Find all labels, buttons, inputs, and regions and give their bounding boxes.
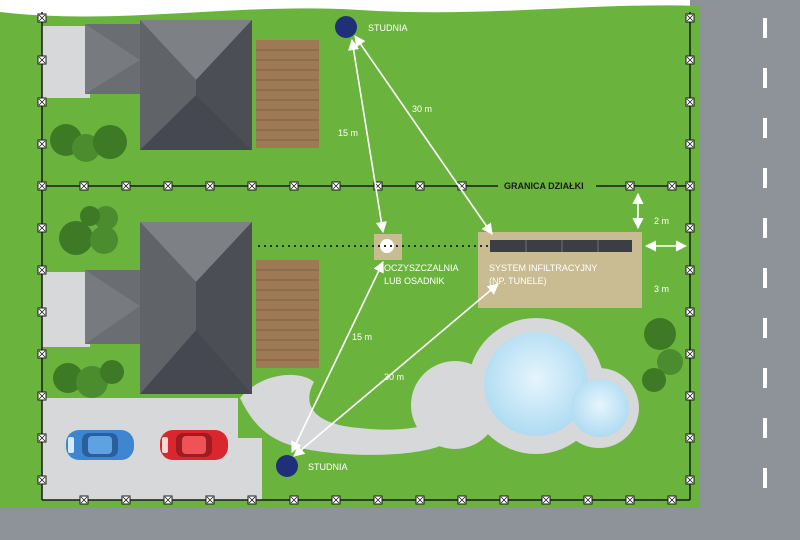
- fence-post-mark: [686, 182, 694, 190]
- fence-post-mark: [584, 496, 592, 504]
- fence-post-mark: [206, 182, 214, 190]
- septic-tank-icon: [380, 239, 394, 253]
- fence-post-mark: [38, 308, 46, 316]
- car-icon: [66, 430, 134, 460]
- fence-post-mark: [122, 496, 130, 504]
- road: [690, 0, 800, 540]
- fence-post-mark: [374, 496, 382, 504]
- fence-post-mark: [248, 182, 256, 190]
- fence-post-mark: [122, 182, 130, 190]
- fence-post-mark: [686, 392, 694, 400]
- deck-top: [256, 40, 319, 148]
- fence-post-mark: [164, 496, 172, 504]
- fence-post-mark: [164, 182, 172, 190]
- fence-post-mark: [686, 98, 694, 106]
- fence-post-mark: [332, 496, 340, 504]
- fence-post-mark: [290, 182, 298, 190]
- fence-post-mark: [686, 56, 694, 64]
- well-icon: [335, 16, 357, 38]
- car-icon: [160, 430, 228, 460]
- fence-post-mark: [38, 434, 46, 442]
- fence-post-mark: [38, 476, 46, 484]
- tree-icon: [50, 124, 683, 398]
- distance-label: 2 m: [654, 216, 669, 226]
- septic-label-line2: LUB OSADNIK: [384, 276, 445, 286]
- infiltration-label-line1: SYSTEM INFILTRACYJNY: [489, 263, 597, 273]
- fence-post-mark: [38, 392, 46, 400]
- fence-post-mark: [416, 496, 424, 504]
- fence-post-mark: [38, 98, 46, 106]
- fence-post-mark: [38, 14, 46, 22]
- fence-post-mark: [542, 496, 550, 504]
- fence-post-mark: [668, 182, 676, 190]
- driveway-top: [42, 26, 90, 98]
- well-label-top: STUDNIA: [368, 23, 408, 33]
- fence-post-mark: [332, 182, 340, 190]
- bottom-road: [0, 508, 800, 540]
- fence-post-mark: [686, 14, 694, 22]
- septic-label-line1: OCZYSZCZALNIA: [384, 263, 459, 273]
- side-path: [42, 272, 90, 347]
- house-roof-icon: [85, 20, 252, 150]
- fence-post-mark: [686, 350, 694, 358]
- fence-post-mark: [500, 496, 508, 504]
- fence-post-mark: [626, 496, 634, 504]
- fence-post-mark: [626, 182, 634, 190]
- distance-label: 30 m: [412, 104, 432, 114]
- fence-post-mark: [38, 224, 46, 232]
- distance-label: 15 m: [338, 128, 358, 138]
- fence-post-mark: [38, 182, 46, 190]
- fence-post-mark: [248, 496, 256, 504]
- distance-label: 3 m: [654, 284, 669, 294]
- distance-label: 15 m: [352, 332, 372, 342]
- house-roof-icon: [85, 222, 252, 394]
- fence-post-mark: [668, 496, 676, 504]
- fence-post-mark: [206, 496, 214, 504]
- distance-label: 30 m: [384, 372, 404, 382]
- fence-post-mark: [80, 182, 88, 190]
- boundary-label: GRANICA DZIAŁKI: [504, 181, 584, 191]
- fence-post-mark: [686, 434, 694, 442]
- driveway-bottom: [42, 398, 262, 500]
- fence-post-mark: [38, 266, 46, 274]
- fence-post-mark: [38, 56, 46, 64]
- fence-post-mark: [686, 224, 694, 232]
- infiltration-label-line2: (NP. TUNELE): [489, 276, 547, 286]
- fence-post-mark: [458, 496, 466, 504]
- fence-post-mark: [686, 140, 694, 148]
- fence-post-mark: [38, 350, 46, 358]
- fence-post-mark: [80, 496, 88, 504]
- fence-post-mark: [686, 476, 694, 484]
- fence-post-mark: [38, 140, 46, 148]
- distance-arrows: [291, 35, 688, 457]
- well-label-bottom: STUDNIA: [308, 462, 348, 472]
- fence-post-mark: [686, 308, 694, 316]
- well-icon: [276, 455, 298, 477]
- infiltration-tunnels: [490, 240, 632, 252]
- fence-post-mark: [686, 266, 694, 274]
- deck-bottom: [256, 260, 319, 368]
- fence-post-mark: [290, 496, 298, 504]
